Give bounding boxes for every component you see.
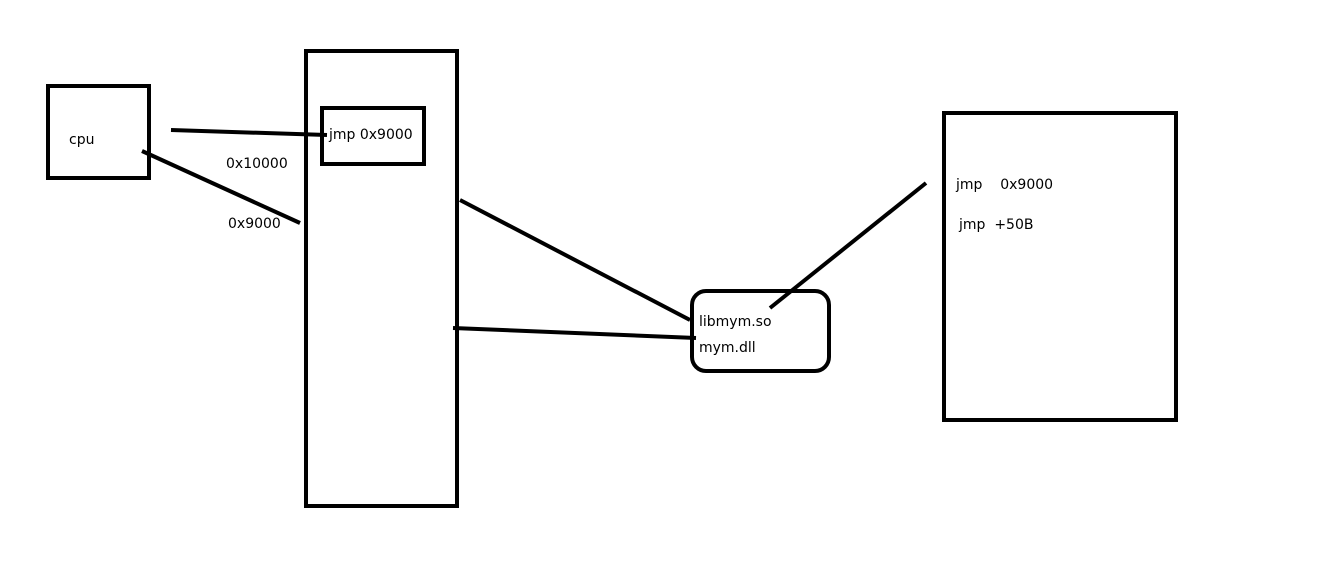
shared-library-dll-label: mym.dll bbox=[699, 340, 756, 356]
memory-to-so-connector bbox=[459, 198, 691, 322]
memory-slot bbox=[320, 106, 426, 166]
memory-to-dll-connector bbox=[452, 326, 697, 340]
library-to-code-connector bbox=[768, 181, 928, 310]
code-block bbox=[942, 111, 1178, 422]
memory-slot-label: jmp 0x9000 bbox=[329, 127, 413, 143]
address-high-label: 0x10000 bbox=[226, 156, 288, 172]
code-line-1: jmp 0x9000 bbox=[956, 177, 1054, 193]
cpu-label: cpu bbox=[69, 132, 95, 148]
address-low-label: 0x9000 bbox=[228, 216, 281, 232]
shared-library-so-label: libmym.so bbox=[699, 314, 772, 330]
shared-library-box bbox=[690, 289, 831, 373]
cpu-to-memory-connector bbox=[141, 149, 301, 225]
code-line-2: jmp +50B bbox=[959, 217, 1034, 233]
cpu-box bbox=[46, 84, 151, 180]
cpu-to-slot-connector bbox=[170, 128, 328, 137]
memory-block bbox=[304, 49, 459, 508]
